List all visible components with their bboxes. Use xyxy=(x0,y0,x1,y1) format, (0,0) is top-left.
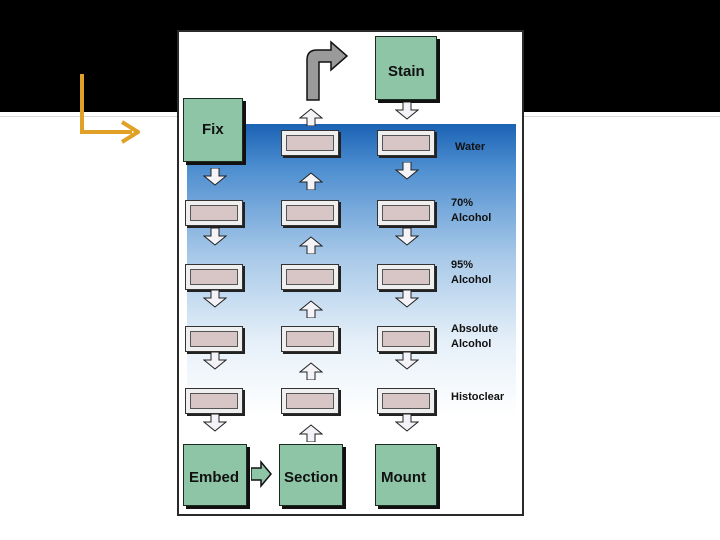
dish-right-2 xyxy=(377,200,435,226)
down-arrow-icon xyxy=(395,162,419,180)
up-arrow-icon xyxy=(299,300,323,318)
dish-left-4 xyxy=(185,326,243,352)
histology-workflow-diagram: Fix Stain Embed Section Mount Water 70% … xyxy=(177,30,524,516)
row-label-histoclear: Histoclear xyxy=(451,391,505,403)
embed-box: Embed xyxy=(183,444,247,506)
down-arrow-icon xyxy=(395,102,419,120)
down-arrow-icon xyxy=(203,228,227,246)
embed-to-section-arrow-icon xyxy=(251,460,273,488)
dish-left-5 xyxy=(185,388,243,414)
up-arrow-icon xyxy=(299,108,323,126)
down-arrow-icon xyxy=(395,290,419,308)
row-label-absolute-alcohol: Absolute Alcohol xyxy=(451,323,499,350)
dish-right-1 xyxy=(377,130,435,156)
dish-left-2 xyxy=(185,200,243,226)
down-arrow-icon xyxy=(395,414,419,432)
dish-middle-4 xyxy=(281,326,339,352)
down-arrow-icon xyxy=(203,168,227,186)
up-arrow-icon xyxy=(299,424,323,442)
up-arrow-icon xyxy=(299,236,323,254)
row-label-water: Water xyxy=(455,141,486,153)
dish-middle-1 xyxy=(281,130,339,156)
fix-box: Fix xyxy=(183,98,243,162)
dish-middle-2 xyxy=(281,200,339,226)
down-arrow-icon xyxy=(203,290,227,308)
down-arrow-icon xyxy=(203,414,227,432)
turn-right-arrow-icon xyxy=(70,70,150,150)
stain-box: Stain xyxy=(375,36,437,100)
dish-middle-3 xyxy=(281,264,339,290)
down-arrow-icon xyxy=(395,352,419,370)
curved-return-arrow-icon xyxy=(301,38,351,102)
row-label-95-alcohol: 95% Alcohol xyxy=(451,259,492,286)
down-arrow-icon xyxy=(203,352,227,370)
section-box: Section xyxy=(279,444,343,506)
mount-box: Mount xyxy=(375,444,437,506)
dish-right-5 xyxy=(377,388,435,414)
row-label-70-alcohol: 70% Alcohol xyxy=(451,197,492,224)
dish-middle-5 xyxy=(281,388,339,414)
dish-right-4 xyxy=(377,326,435,352)
dish-left-3 xyxy=(185,264,243,290)
dish-right-3 xyxy=(377,264,435,290)
up-arrow-icon xyxy=(299,172,323,190)
down-arrow-icon xyxy=(395,228,419,246)
up-arrow-icon xyxy=(299,362,323,380)
